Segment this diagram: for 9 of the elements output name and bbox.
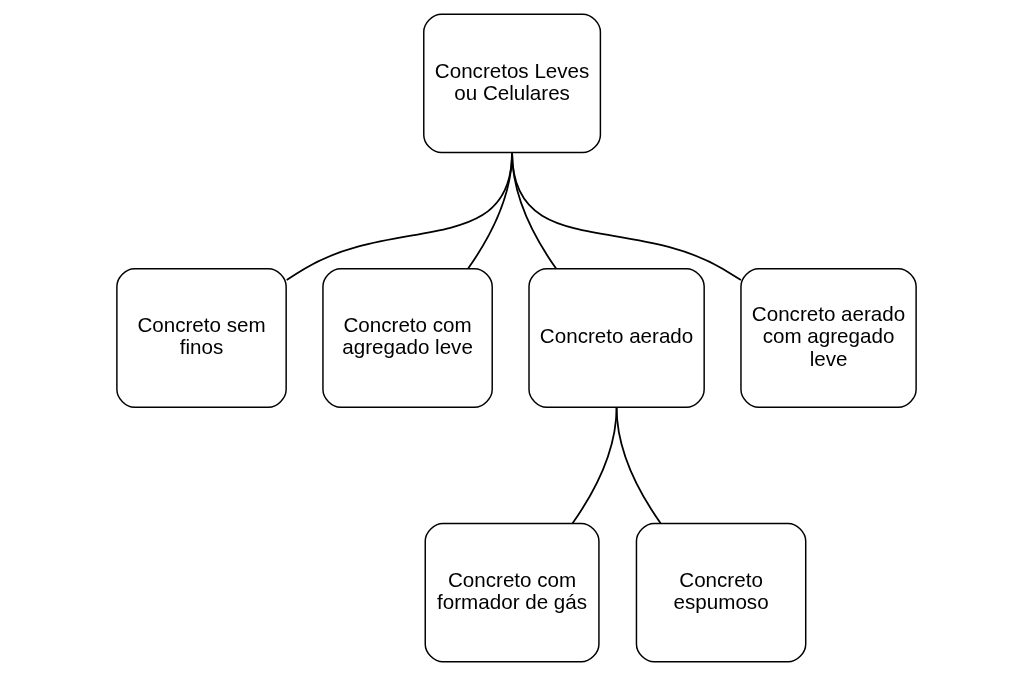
node-box: Concreto sem finos [115, 268, 287, 408]
node-box: Concreto aerado com agregado leve [739, 268, 917, 408]
connector [510, 151, 742, 281]
node-box: Concreto com agregado leve [321, 268, 493, 408]
node-box: Concretos Leves ou Celulares [422, 13, 601, 154]
node-box: Concreto com formador de gás [424, 522, 600, 663]
node-box: Concreto aerado [527, 268, 705, 408]
connector [615, 406, 661, 525]
node-box: Concreto espumoso [635, 522, 806, 663]
